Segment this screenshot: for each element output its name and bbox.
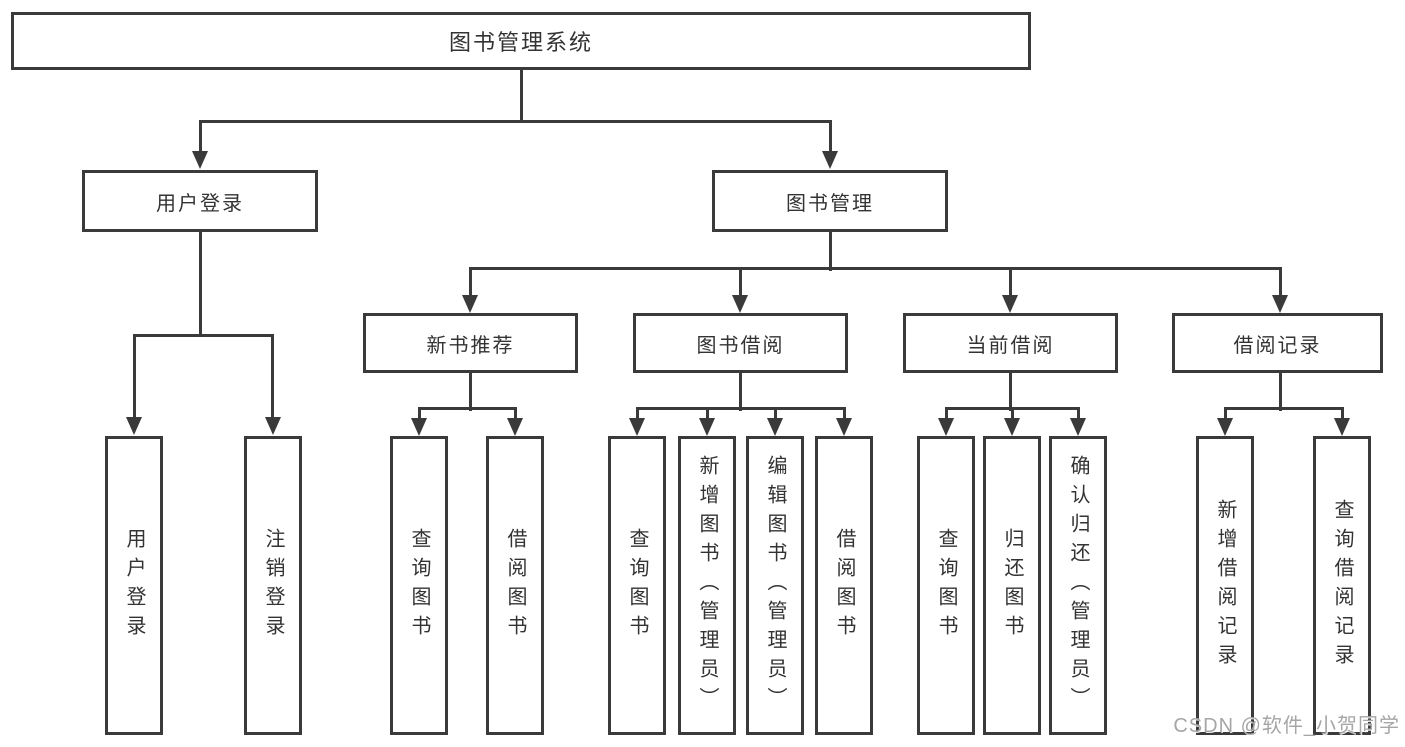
arrowhead-icon [1004,418,1020,436]
edge-line [418,407,517,410]
leaf-label: 归还图书 [1001,527,1023,644]
leaf-records-add-borrow-record: 新增借阅记录 [1196,436,1254,735]
leaf-borrow-borrow-books: 借阅图书 [815,436,873,735]
leaf-user-login: 用户登录 [105,436,163,735]
leaf-label: 查询图书 [408,527,430,644]
leaf-borrow-query-books: 查询图书 [608,436,666,735]
leaf-borrow-add-books-admin: 新增图书（管理员） [678,436,736,735]
arrowhead-icon [767,418,783,436]
leaf-label: 用户登录 [123,527,145,644]
edge-line [1341,407,1344,420]
arrowhead-icon [1070,418,1086,436]
edge-line [1224,407,1227,420]
edge-line [774,407,777,420]
arrowhead-icon [192,151,208,169]
arrowhead-icon [699,418,715,436]
arrowhead-icon [1272,295,1288,313]
leaf-records-query-borrow-record: 查询借阅记录 [1313,436,1371,735]
edge-line [199,120,831,123]
edge-line [636,407,639,420]
leaf-label: 借阅图书 [504,527,526,644]
edge-line [1011,407,1014,420]
arrowhead-icon [1217,418,1233,436]
node-user-login-branch: 用户登录 [82,170,318,232]
csdn-watermark: CSDN @软件_小贺同学 [1173,715,1400,737]
arrowhead-icon [822,151,838,169]
leaf-label: 借阅图书 [833,527,855,644]
edge-line [418,407,421,420]
node-label: 新书推荐 [426,334,515,357]
leaf-current-query-books: 查询图书 [917,436,975,735]
edge-line [1224,407,1344,410]
leaf-borrow-edit-books-admin: 编辑图书（管理员） [746,436,804,735]
edge-line [1009,373,1012,411]
leaf-current-return-books: 归还图书 [983,436,1041,735]
arrowhead-icon [732,295,748,313]
edge-line [1077,407,1080,420]
leaf-newbook-query-books: 查询图书 [390,436,448,735]
leaf-label: 确认归还（管理员） [1067,455,1089,716]
leaf-label: 编辑图书（管理员） [764,455,786,716]
edge-line [636,407,846,410]
edge-line [706,407,709,420]
leaf-label: 查询图书 [626,527,648,644]
node-current-borrowing: 当前借阅 [903,313,1118,373]
leaf-newbook-borrow-books: 借阅图书 [486,436,544,735]
node-new-book-recommendation: 新书推荐 [363,313,578,373]
arrowhead-icon [265,417,281,435]
node-label: 当前借阅 [966,334,1055,357]
arrowhead-icon [462,295,478,313]
edge-line [469,267,472,297]
edge-line [945,407,948,420]
edge-line [199,232,202,336]
node-label: 借阅记录 [1233,334,1322,357]
edge-line [829,232,832,271]
edge-line [739,373,742,411]
node-label: 用户登录 [156,192,244,215]
arrowhead-icon [1002,295,1018,313]
node-book-borrowing: 图书借阅 [633,313,848,373]
leaf-label: 查询借阅记录 [1331,498,1353,673]
edge-line [469,373,472,411]
edge-line [1009,267,1012,297]
arrowhead-icon [629,418,645,436]
leaf-label: 注销登录 [262,527,284,644]
edge-line [514,407,517,420]
leaf-label: 查询图书 [935,527,957,644]
arrowhead-icon [1334,418,1350,436]
arrowhead-icon [836,418,852,436]
edge-line [520,70,523,122]
edge-line [1279,267,1282,297]
arrowhead-icon [411,418,427,436]
edge-line [271,334,274,418]
edge-line [133,334,274,337]
node-label: 图书管理 [786,192,874,215]
edge-line [829,120,832,152]
node-library-management-system: 图书管理系统 [11,12,1031,70]
arrowhead-icon [938,418,954,436]
node-book-management: 图书管理 [712,170,948,232]
leaf-logout: 注销登录 [244,436,302,735]
leaf-label: 新增借阅记录 [1214,498,1236,673]
arrowhead-icon [126,417,142,435]
node-borrowing-records: 借阅记录 [1172,313,1383,373]
node-label: 图书管理系统 [448,30,593,55]
leaf-current-confirm-return-admin: 确认归还（管理员） [1049,436,1107,735]
node-label: 图书借阅 [696,334,785,357]
edge-line [199,120,202,152]
edge-line [469,267,1281,270]
edge-line [843,407,846,420]
leaf-label: 新增图书（管理员） [696,455,718,716]
arrowhead-icon [507,418,523,436]
edge-line [133,334,136,418]
edge-line [1279,373,1282,411]
edge-line [739,267,742,297]
